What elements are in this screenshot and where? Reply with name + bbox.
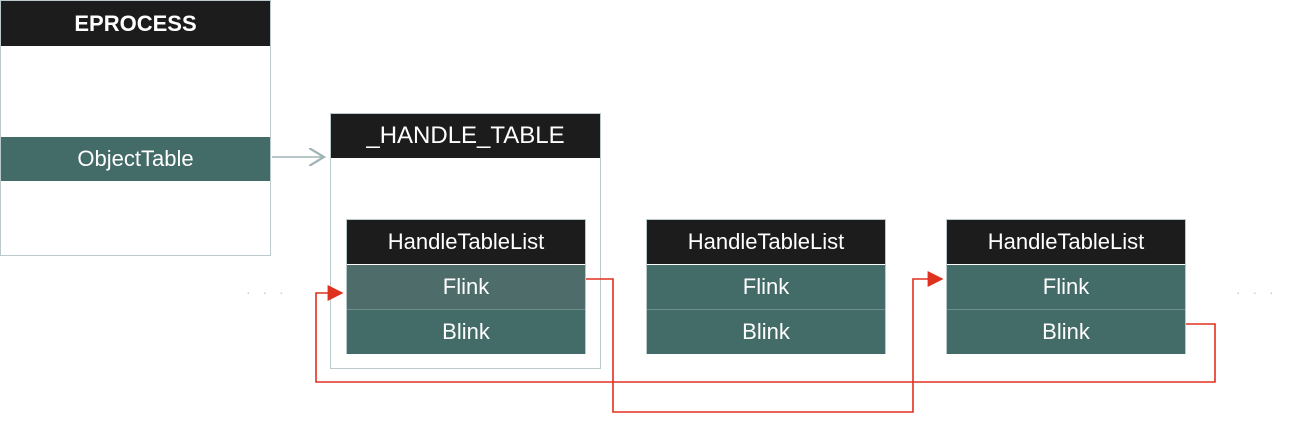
handle-table-list-2: HandleTableList Flink Blink [646,219,886,354]
handle-table-list-title: HandleTableList [647,220,885,264]
left-ellipsis: · · · [246,284,288,300]
eprocess-header: EPROCESS [1,1,270,46]
handle-table-list-3: HandleTableList Flink Blink [946,219,1186,354]
blink-field: Blink [947,310,1185,354]
handle-table-list-1: HandleTableList Flink Blink [346,219,586,354]
object-table-label: ObjectTable [77,146,194,171]
handle-table-list-title: HandleTableList [347,220,585,264]
flink-field: Flink [647,265,885,310]
flink-link-arrow [586,271,944,413]
right-ellipsis: · · · [1236,284,1278,300]
flink-field: Flink [347,265,585,310]
flink-field: Flink [947,265,1185,310]
blink-link-arrow [315,285,1216,383]
handle-table-title: _HANDLE_TABLE [366,122,565,149]
object-table-field: ObjectTable [1,137,270,181]
blink-field: Blink [647,310,885,354]
handle-table-header: _HANDLE_TABLE [331,114,600,158]
blink-field: Blink [347,310,585,354]
handle-table-list-title: HandleTableList [947,220,1185,264]
eprocess-title: EPROCESS [74,10,197,36]
eprocess-box: EPROCESS ObjectTable [0,0,271,256]
